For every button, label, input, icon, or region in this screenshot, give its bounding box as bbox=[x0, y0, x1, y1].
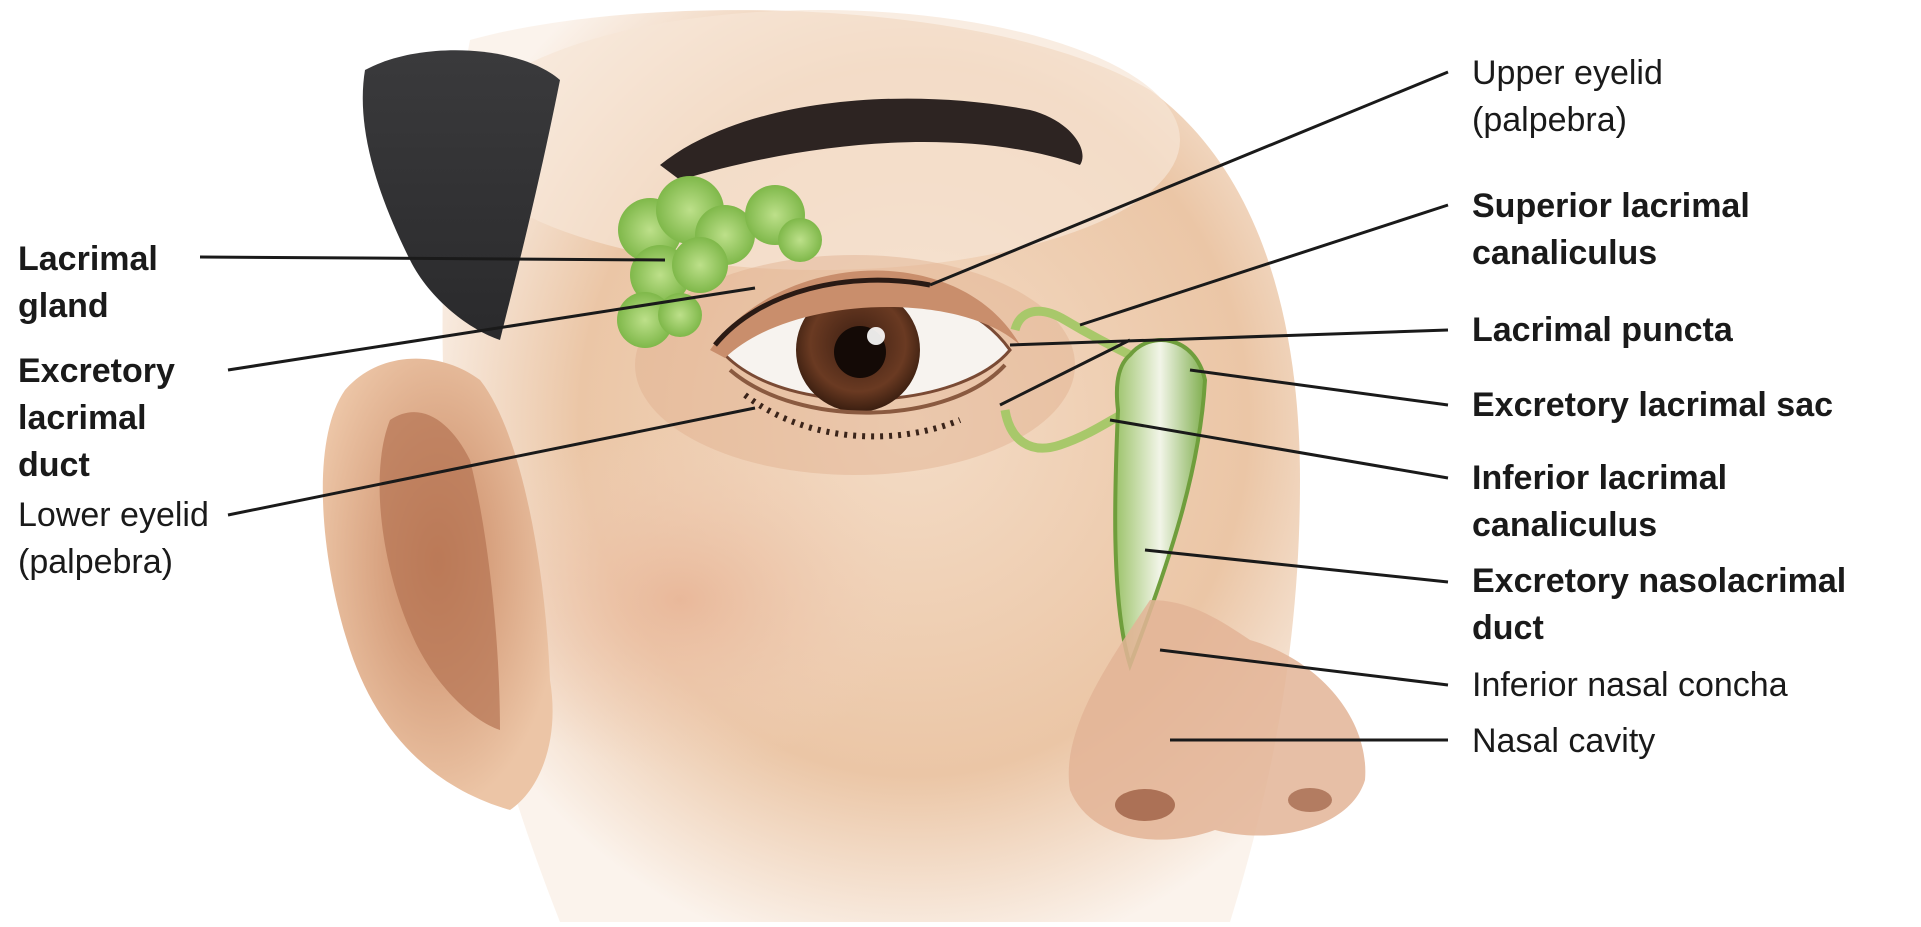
label-excretory-lacrimal-duct-line: duct bbox=[18, 442, 175, 489]
label-excretory-nasolacrimal-duct-line: duct bbox=[1472, 605, 1846, 652]
label-lacrimal-puncta-line: Lacrimal puncta bbox=[1472, 307, 1733, 354]
label-upper-eyelid: Upper eyelid(palpebra) bbox=[1472, 50, 1663, 144]
label-excretory-nasolacrimal-duct-line: Excretory nasolacrimal bbox=[1472, 558, 1846, 605]
label-superior-lacrimal-canaliculus-line: canaliculus bbox=[1472, 230, 1750, 277]
label-excretory-lacrimal-duct-line: lacrimal bbox=[18, 395, 175, 442]
label-superior-lacrimal-canaliculus-line: Superior lacrimal bbox=[1472, 183, 1750, 230]
label-excretory-lacrimal-sac: Excretory lacrimal sac bbox=[1472, 382, 1833, 429]
label-inferior-lacrimal-canaliculus-line: Inferior lacrimal bbox=[1472, 455, 1727, 502]
label-excretory-lacrimal-sac-line: Excretory lacrimal sac bbox=[1472, 382, 1833, 429]
label-lacrimal-gland-line: gland bbox=[18, 283, 158, 330]
label-excretory-lacrimal-duct-line: Excretory bbox=[18, 348, 175, 395]
label-nasal-cavity-line: Nasal cavity bbox=[1472, 718, 1655, 765]
label-nasal-cavity: Nasal cavity bbox=[1472, 718, 1655, 765]
label-upper-eyelid-line: Upper eyelid bbox=[1472, 50, 1663, 97]
label-lower-eyelid-line: (palpebra) bbox=[18, 539, 209, 586]
label-inferior-lacrimal-canaliculus-line: canaliculus bbox=[1472, 502, 1727, 549]
label-inferior-nasal-concha: Inferior nasal concha bbox=[1472, 662, 1788, 709]
label-lower-eyelid-line: Lower eyelid bbox=[18, 492, 209, 539]
label-lacrimal-puncta: Lacrimal puncta bbox=[1472, 307, 1733, 354]
label-inferior-nasal-concha-line: Inferior nasal concha bbox=[1472, 662, 1788, 709]
label-upper-eyelid-line: (palpebra) bbox=[1472, 97, 1663, 144]
label-lower-eyelid: Lower eyelid(palpebra) bbox=[18, 492, 209, 586]
label-lacrimal-gland-line: Lacrimal bbox=[18, 236, 158, 283]
